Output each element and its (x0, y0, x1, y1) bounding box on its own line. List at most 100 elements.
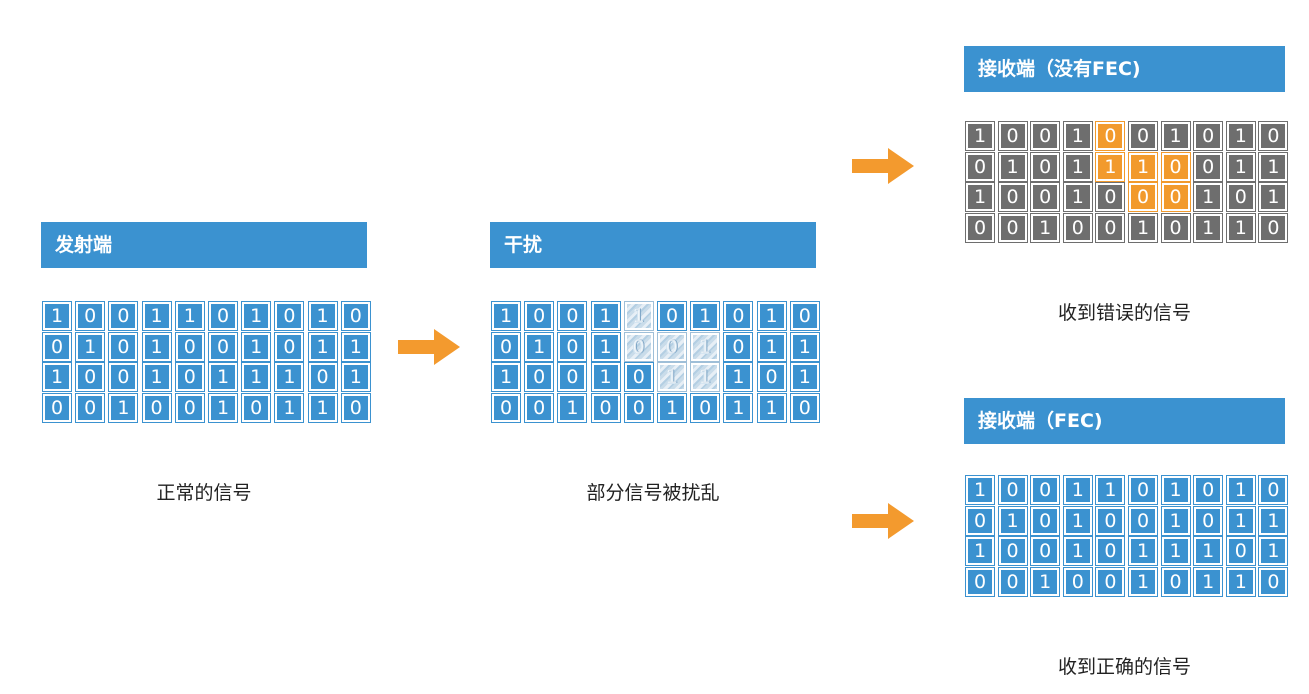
bit-cell: 1 (1062, 182, 1093, 212)
bit-cell: 1 (590, 362, 621, 392)
bit-cell: 0 (241, 392, 272, 423)
bit-cell: 0 (108, 362, 139, 392)
bit-cell: 1 (141, 362, 172, 392)
bit-cell: 0 (789, 301, 820, 331)
bit-cell: 1 (997, 151, 1028, 182)
arrow-right-icon (398, 329, 460, 365)
bit-cell: 0 (1095, 212, 1126, 243)
bit-cell: 0 (75, 392, 106, 423)
bit-cell: 1 (241, 362, 272, 392)
bit-cell: 1 (1160, 505, 1191, 536)
panel-caption: 收到正确的信号 (1057, 656, 1191, 678)
bit-cell: 0 (75, 301, 106, 331)
bit-cell: 0 (997, 536, 1028, 566)
bit-cell: 0 (557, 301, 588, 331)
bit-cell: 0 (108, 301, 139, 331)
bit-cell: 1 (340, 331, 371, 362)
bit-cell: 1 (241, 331, 272, 362)
panel-header: 干扰 (490, 222, 816, 268)
bit-cell: 1 (756, 392, 787, 423)
error-bit-cell: 0 (1128, 182, 1158, 212)
scrambled-bit-cell: 1 (690, 362, 721, 392)
bit-cell: 0 (723, 301, 754, 331)
bit-cell: 0 (1030, 121, 1061, 151)
bit-cell: 1 (1062, 121, 1093, 151)
bit-cell: 1 (756, 331, 787, 362)
bit-cell: 0 (1160, 566, 1191, 597)
bit-cell: 0 (340, 301, 371, 331)
bit-cell: 0 (1193, 121, 1224, 151)
bit-cell: 0 (1225, 182, 1256, 212)
bit-cell: 1 (491, 362, 521, 392)
bit-cell: 0 (42, 331, 72, 362)
bit-cell: 1 (174, 301, 205, 331)
bit-cell: 1 (1160, 536, 1191, 566)
bit-cell: 1 (241, 301, 272, 331)
bit-cell: 1 (1225, 475, 1256, 505)
bit-cell: 0 (1258, 566, 1289, 597)
bit-cell: 1 (1193, 566, 1224, 597)
bit-cell: 0 (965, 151, 995, 182)
bit-cell: 0 (208, 331, 238, 362)
bit-cell: 1 (1128, 212, 1158, 243)
bit-cell: 0 (1128, 121, 1158, 151)
bit-cell: 0 (756, 362, 787, 392)
bit-cell: 0 (997, 475, 1028, 505)
bit-cell: 1 (557, 392, 588, 423)
bit-cell: 1 (141, 331, 172, 362)
bit-cell: 0 (1095, 536, 1126, 566)
bit-cell: 0 (965, 505, 995, 536)
bit-cell: 0 (1193, 475, 1224, 505)
error-bit-cell: 0 (1160, 182, 1191, 212)
bit-cell: 0 (1258, 475, 1289, 505)
bit-cell: 0 (1128, 505, 1158, 536)
bit-cell: 0 (623, 362, 654, 392)
bit-cell: 1 (789, 331, 820, 362)
bit-cell: 1 (1160, 475, 1191, 505)
bit-cell: 0 (789, 392, 820, 423)
bit-cell: 1 (42, 301, 72, 331)
panel-header: 发射端 (41, 222, 367, 268)
bit-cell: 1 (756, 301, 787, 331)
bit-cell: 0 (1193, 505, 1224, 536)
bit-cell: 1 (1225, 121, 1256, 151)
error-bit-cell: 1 (1128, 151, 1158, 182)
scrambled-bit-cell: 1 (657, 362, 687, 392)
bit-cell: 0 (1062, 566, 1093, 597)
bit-cell: 1 (1193, 536, 1224, 566)
bit-cell: 1 (42, 362, 72, 392)
bit-cell: 1 (1193, 212, 1224, 243)
bit-cell: 0 (274, 331, 305, 362)
bit-cell: 0 (1095, 182, 1126, 212)
bit-cell: 1 (1160, 121, 1191, 151)
bit-cell: 0 (1128, 475, 1158, 505)
bit-cell: 1 (491, 301, 521, 331)
bit-cell: 1 (690, 301, 721, 331)
bit-cell: 0 (1095, 505, 1126, 536)
bit-cell: 0 (965, 566, 995, 597)
bit-cell: 0 (657, 301, 687, 331)
bit-cell: 1 (141, 301, 172, 331)
error-bit-cell: 0 (1160, 151, 1191, 182)
bit-cell: 1 (1030, 212, 1061, 243)
bit-cell: 1 (1128, 536, 1158, 566)
bit-cell: 0 (1095, 566, 1126, 597)
bit-cell: 1 (590, 301, 621, 331)
bit-cell: 0 (997, 566, 1028, 597)
panel-caption: 正常的信号 (156, 482, 252, 504)
bit-cell: 0 (1258, 121, 1289, 151)
error-bit-cell: 1 (1095, 151, 1126, 182)
arrow-right-icon (852, 148, 914, 184)
bit-cell: 1 (1062, 475, 1093, 505)
bit-cell: 0 (1225, 536, 1256, 566)
bit-cell: 1 (108, 392, 139, 423)
panel-caption: 收到错误的信号 (1057, 302, 1191, 324)
scrambled-bit-cell: 1 (623, 301, 654, 331)
bit-cell: 1 (965, 475, 995, 505)
bit-cell: 0 (590, 392, 621, 423)
bit-cell: 0 (623, 392, 654, 423)
bit-cell: 1 (590, 331, 621, 362)
